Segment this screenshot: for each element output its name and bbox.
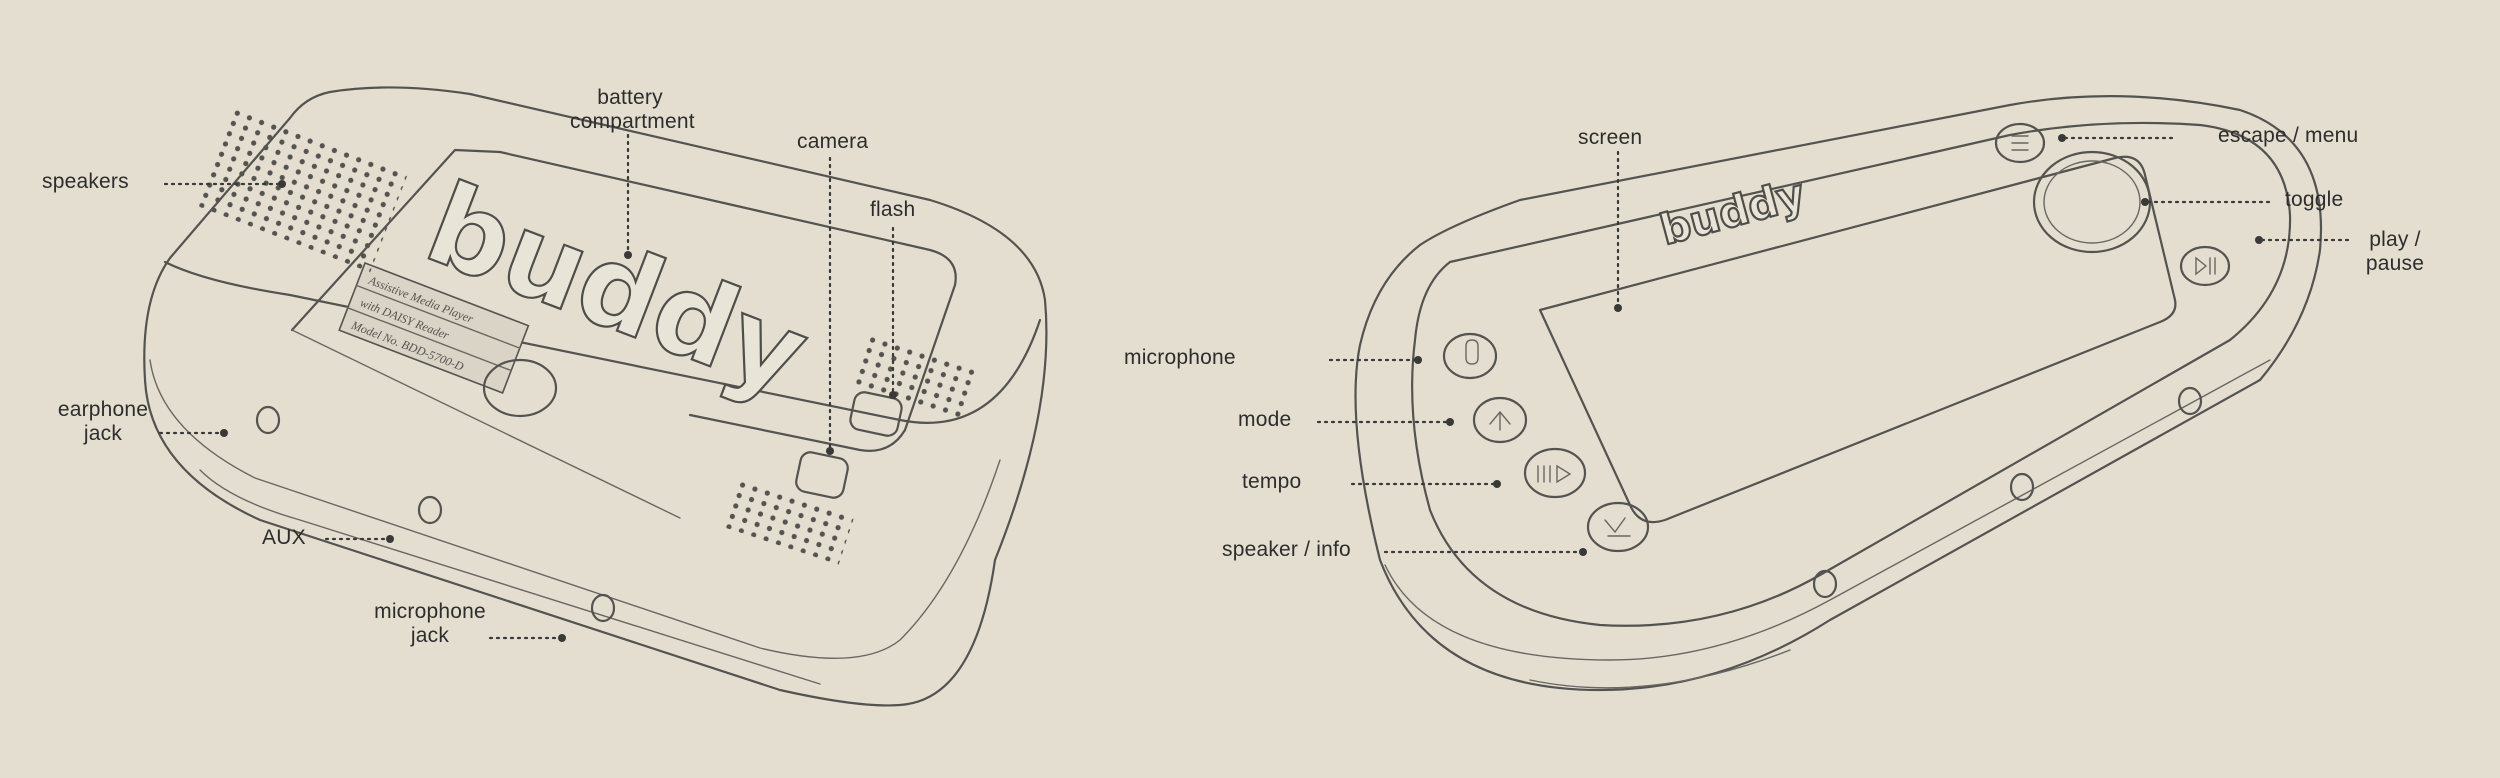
back-device: Assistive Media Player with DAISY Reader…: [143, 86, 1048, 707]
label-camera: camera: [797, 130, 869, 153]
label-micjack-line-2: jack: [410, 624, 450, 647]
label-escape-menu: escape / menu: [2218, 124, 2359, 147]
battery-compartment-bottom: [291, 329, 681, 519]
label-flash: flash: [870, 198, 916, 221]
label-earphone-line-2: jack: [83, 422, 123, 445]
toggle-wheel-inner: [2043, 160, 2141, 244]
label-earphone-line-1: earphone: [57, 398, 149, 421]
escape-menu-button: [1994, 122, 2046, 164]
label-battery-compartment: battery compartment: [570, 86, 695, 134]
label-micjack-line-1: microphone: [374, 600, 486, 623]
front-side-edge: [1384, 359, 2271, 661]
front-logo: buddy: [1655, 169, 1810, 255]
label-speakers: speakers: [42, 170, 129, 193]
microphone-icon: [1465, 339, 1479, 365]
label-plate: Assistive Media Player with DAISY Reader…: [338, 261, 530, 394]
microphone-button: [1442, 332, 1498, 380]
label-play-pause-line-2: pause: [2365, 252, 2425, 275]
label-microphone-jack: microphone jack: [360, 600, 500, 648]
label-earphone-jack: earphone jack: [48, 398, 158, 446]
play-pause-button: [2179, 245, 2231, 287]
back-body-outline: [143, 86, 1048, 707]
speaker-info-icon: [1604, 517, 1631, 537]
label-battery-line-2: compartment: [570, 110, 695, 133]
front-face-outline: [1411, 121, 2292, 627]
label-screen: screen: [1578, 126, 1643, 149]
label-microphone: microphone: [1124, 346, 1236, 369]
label-aux: AUX: [262, 526, 306, 549]
speaker-grill-right-top: [853, 335, 980, 420]
speaker-info-button: [1586, 501, 1650, 553]
back-bottom-lip: [199, 469, 821, 685]
label-toggle: toggle: [2285, 188, 2344, 211]
battery-compartment-left: [290, 148, 502, 332]
mode-button: [1472, 396, 1528, 444]
speaker-grill-top: [197, 107, 408, 273]
leader-lines: [158, 133, 2350, 642]
speaker-grill-right-bottom: [724, 480, 855, 565]
tempo-button: [1523, 447, 1587, 499]
label-play-pause-line-1: play /: [2369, 228, 2421, 251]
front-bottom-lip: [1529, 649, 1791, 689]
screen-panel: [1538, 155, 2177, 524]
label-mode: mode: [1238, 408, 1292, 431]
aux-port: [417, 495, 443, 525]
play-pause-icon: [2195, 256, 2216, 276]
toggle-wheel: [2032, 150, 2152, 254]
menu-icon: [2011, 135, 2029, 151]
camera-lens: [795, 451, 849, 499]
front-port-3: [2177, 386, 2203, 416]
label-speaker-info: speaker / info: [1222, 538, 1351, 561]
flash-light: [849, 391, 903, 437]
front-body-outline: [1354, 95, 2323, 692]
microphone-jack-port: [590, 593, 616, 623]
front-port-2: [2009, 472, 2035, 502]
label-battery-line-1: battery: [597, 86, 663, 109]
label-play-pause: play / pause: [2350, 228, 2440, 276]
mode-icon: [1489, 410, 1511, 431]
tempo-icon: [1537, 464, 1572, 484]
earphone-jack-port: [255, 405, 281, 435]
thumb-recess: [482, 358, 558, 418]
label-tempo: tempo: [1242, 470, 1302, 493]
back-side-line: [149, 359, 1001, 659]
front-port-1: [1812, 569, 1838, 599]
front-device: buddy: [1354, 95, 2323, 692]
